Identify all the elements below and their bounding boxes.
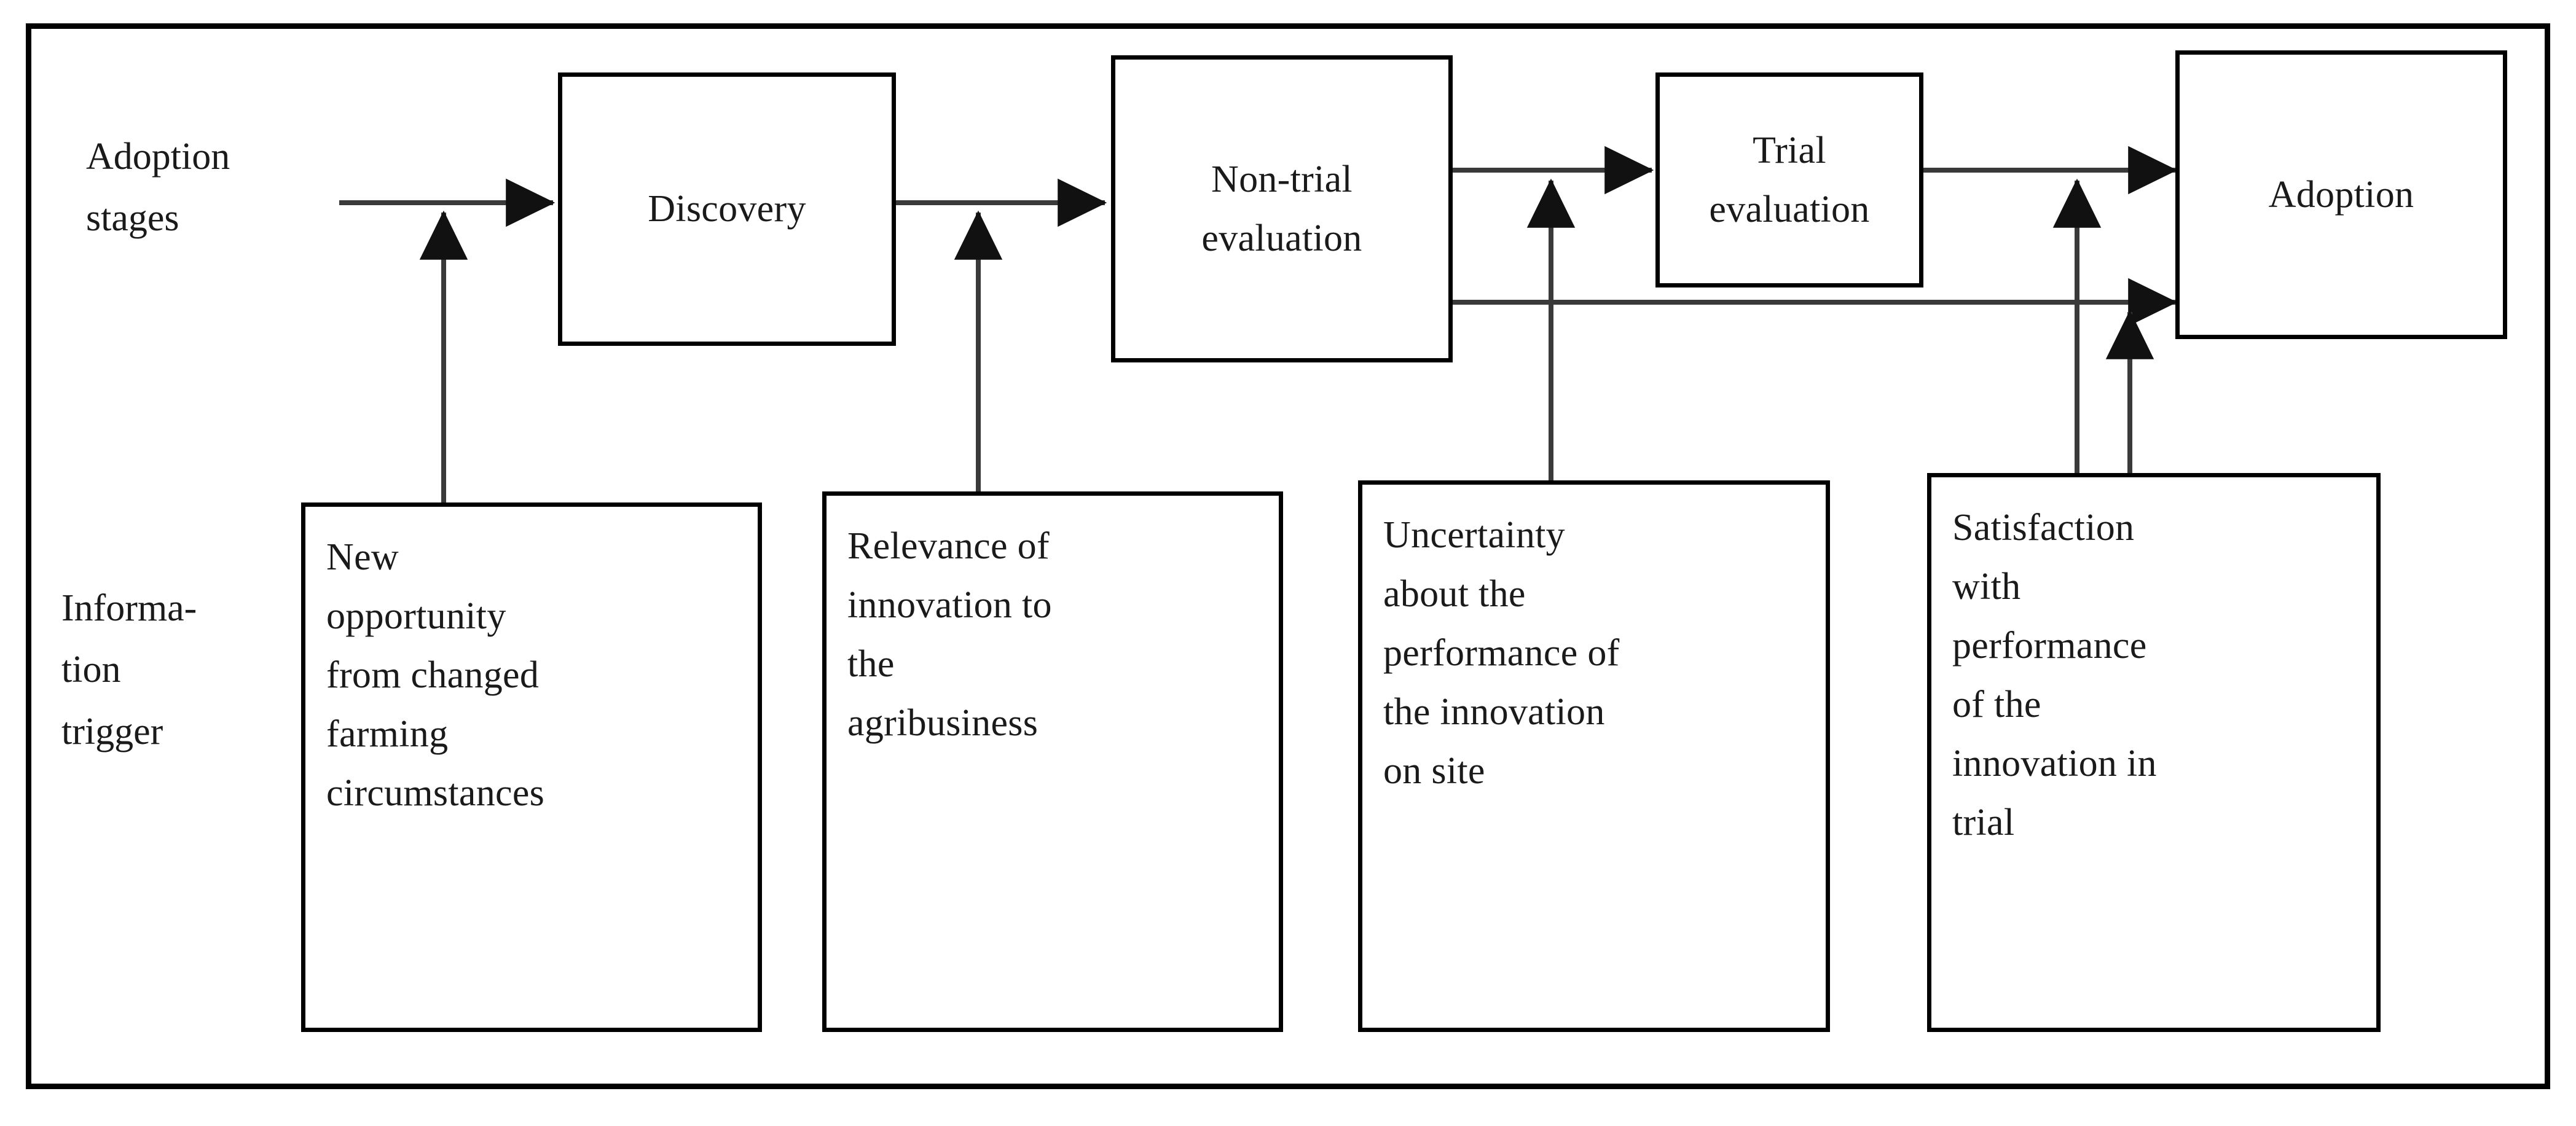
node-uncertainty-about-performance[interactable]: Uncertainty about the performance of the… xyxy=(1358,480,1830,1032)
node-non-trial-evaluation-label: Non-trial evaluation xyxy=(1201,158,1362,259)
node-relevance-of-innovation[interactable]: Relevance of innovation to the agribusin… xyxy=(822,491,1283,1032)
node-trial-evaluation[interactable]: Trial evaluation xyxy=(1655,72,1923,287)
node-new-opportunity-label: New opportunity from changed farming cir… xyxy=(326,536,545,815)
node-uncertainty-about-performance-label: Uncertainty about the performance of the… xyxy=(1383,514,1620,792)
row-label-adoption-stages: Adoption stages xyxy=(86,136,230,240)
node-relevance-of-innovation-label: Relevance of innovation to the agribusin… xyxy=(847,525,1052,745)
node-satisfaction-with-performance[interactable]: Satisfaction with performance of the inn… xyxy=(1927,473,2381,1032)
node-discovery[interactable]: Discovery xyxy=(558,72,896,346)
diagram-outer-border xyxy=(26,23,2550,1089)
node-non-trial-evaluation[interactable]: Non-trial evaluation xyxy=(1111,55,1453,362)
node-trial-evaluation-label: Trial evaluation xyxy=(1709,129,1870,230)
node-satisfaction-with-performance-label: Satisfaction with performance of the inn… xyxy=(1952,507,2157,844)
node-new-opportunity[interactable]: New opportunity from changed farming cir… xyxy=(301,502,762,1032)
node-discovery-label: Discovery xyxy=(648,188,806,230)
node-adoption[interactable]: Adoption xyxy=(2175,50,2507,339)
row-label-information-trigger: Informa- tion trigger xyxy=(61,587,197,753)
node-adoption-label: Adoption xyxy=(2268,173,2414,216)
